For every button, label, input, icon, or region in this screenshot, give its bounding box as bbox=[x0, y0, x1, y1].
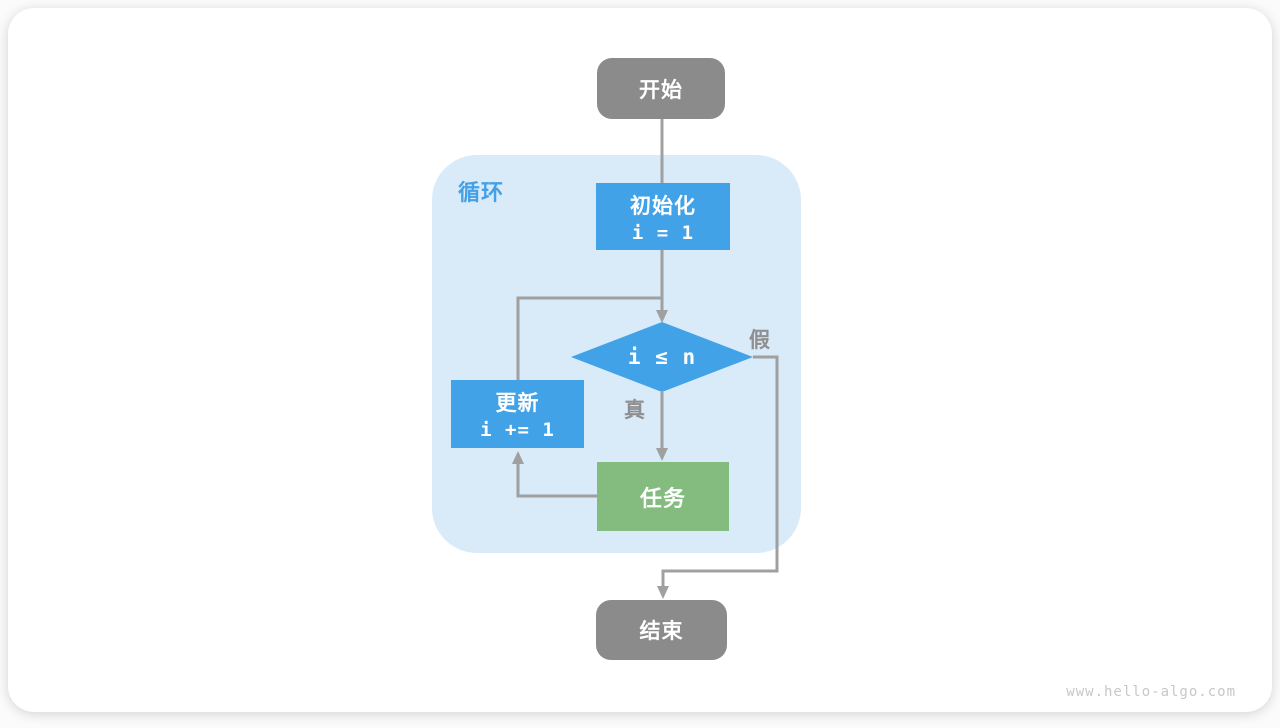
condition-node-label: i ≤ n bbox=[627, 345, 697, 369]
flow-connectors bbox=[512, 118, 779, 599]
edge-condition-end bbox=[657, 355, 779, 599]
update-node: 更新 i += 1 bbox=[451, 380, 584, 448]
update-node-code: i += 1 bbox=[480, 419, 555, 441]
init-node: 初始化 i = 1 bbox=[596, 183, 730, 250]
watermark: www.hello-algo.com bbox=[1066, 684, 1236, 700]
branch-true-label: 真 bbox=[624, 399, 645, 422]
task-node-label: 任务 bbox=[639, 485, 686, 511]
init-node-title: 初始化 bbox=[630, 194, 696, 218]
end-node: 结束 bbox=[596, 600, 727, 660]
start-node: 开始 bbox=[597, 58, 725, 119]
diagram-card: 循环 bbox=[8, 8, 1272, 712]
task-node: 任务 bbox=[597, 462, 729, 531]
edge-task-update bbox=[512, 451, 600, 498]
branch-false-label: 假 bbox=[749, 329, 770, 352]
end-node-label: 结束 bbox=[639, 620, 684, 643]
init-node-code: i = 1 bbox=[631, 221, 695, 244]
edge-update-merge bbox=[516, 296, 661, 384]
loop-region-label: 循环 bbox=[458, 180, 505, 205]
update-node-title: 更新 bbox=[495, 392, 540, 415]
start-node-label: 开始 bbox=[639, 78, 683, 102]
